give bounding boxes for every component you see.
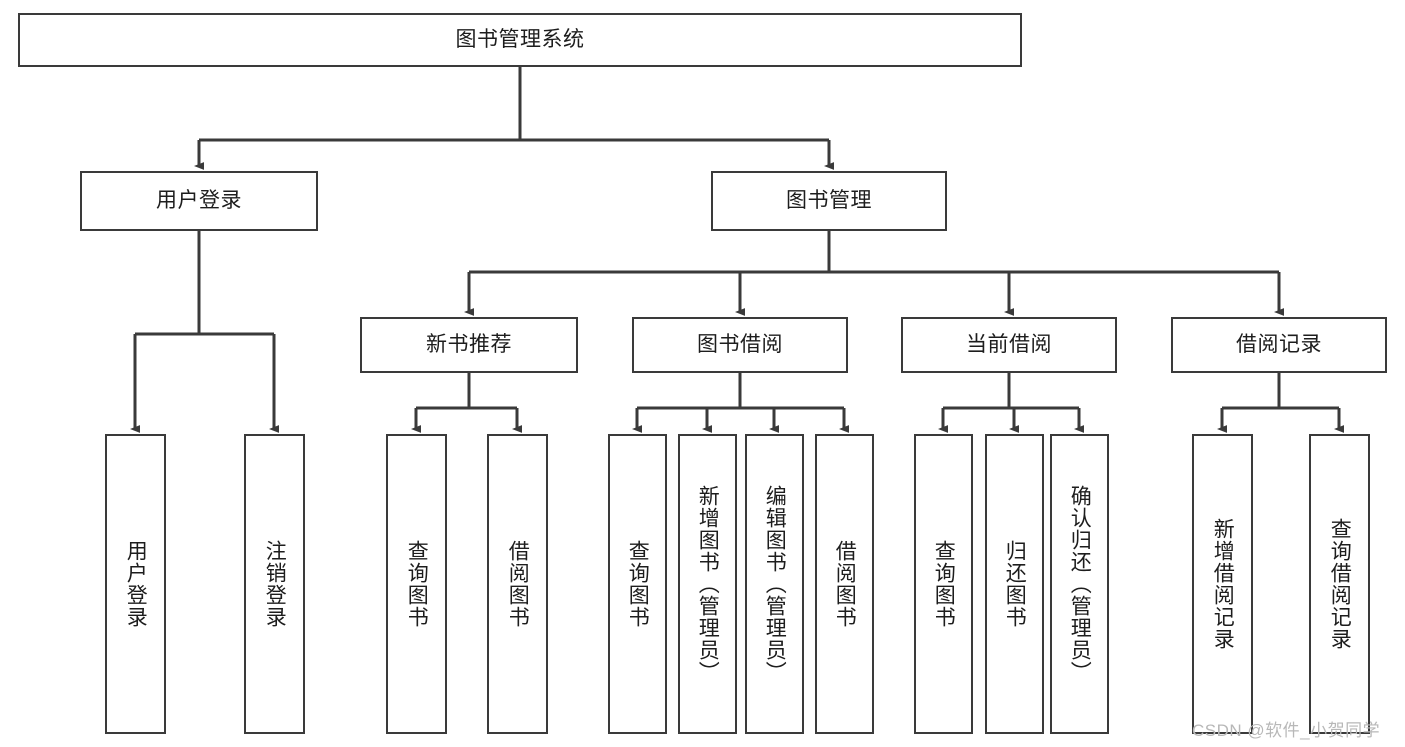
node-leaf-edit-book[interactable]: 编辑图书（管理员）	[745, 434, 804, 734]
node-leaf-borrow-book-2[interactable]: 借阅图书	[815, 434, 874, 734]
node-leaf-edit-book-label: 编辑图书（管理员）	[763, 485, 787, 683]
node-leaf-borrow-book-1-label: 借阅图书	[506, 540, 530, 628]
node-book-borrow[interactable]: 图书借阅	[632, 317, 848, 373]
node-leaf-query-book-2[interactable]: 查询图书	[608, 434, 667, 734]
node-leaf-query-book-3[interactable]: 查询图书	[914, 434, 973, 734]
node-new-book-rec[interactable]: 新书推荐	[360, 317, 578, 373]
node-leaf-user-login[interactable]: 用户登录	[105, 434, 166, 734]
node-leaf-user-login-label: 用户登录	[124, 540, 148, 628]
node-leaf-query-book-1[interactable]: 查询图书	[386, 434, 447, 734]
node-borrow-record[interactable]: 借阅记录	[1171, 317, 1387, 373]
node-new-book-rec-label: 新书推荐	[426, 332, 512, 356]
node-leaf-borrow-book-2-label: 借阅图书	[833, 540, 857, 628]
node-leaf-confirm-return-label: 确认归还（管理员）	[1068, 485, 1092, 683]
node-leaf-query-record[interactable]: 查询借阅记录	[1309, 434, 1370, 734]
node-root-label: 图书管理系统	[455, 27, 585, 51]
node-leaf-borrow-book-1[interactable]: 借阅图书	[487, 434, 548, 734]
node-book-manage-label: 图书管理	[786, 188, 872, 212]
node-leaf-logout-label: 注销登录	[263, 540, 287, 628]
node-leaf-query-book-2-label: 查询图书	[626, 540, 650, 628]
node-leaf-add-record[interactable]: 新增借阅记录	[1192, 434, 1253, 734]
node-book-borrow-label: 图书借阅	[697, 332, 783, 356]
node-borrow-record-label: 借阅记录	[1236, 332, 1322, 356]
node-root[interactable]: 图书管理系统	[18, 13, 1022, 67]
node-user-login-label: 用户登录	[156, 188, 242, 212]
node-leaf-query-record-label: 查询借阅记录	[1328, 518, 1352, 650]
node-leaf-logout[interactable]: 注销登录	[244, 434, 305, 734]
node-leaf-add-book-label: 新增图书（管理员）	[696, 485, 720, 683]
node-leaf-add-book[interactable]: 新增图书（管理员）	[678, 434, 737, 734]
node-leaf-query-book-1-label: 查询图书	[405, 540, 429, 628]
node-current-borrow-label: 当前借阅	[966, 332, 1052, 356]
node-leaf-query-book-3-label: 查询图书	[932, 540, 956, 628]
node-leaf-return-book[interactable]: 归还图书	[985, 434, 1044, 734]
node-leaf-confirm-return[interactable]: 确认归还（管理员）	[1050, 434, 1109, 734]
node-book-manage[interactable]: 图书管理	[711, 171, 947, 231]
node-leaf-add-record-label: 新增借阅记录	[1211, 518, 1235, 650]
node-current-borrow[interactable]: 当前借阅	[901, 317, 1117, 373]
node-user-login[interactable]: 用户登录	[80, 171, 318, 231]
node-leaf-return-book-label: 归还图书	[1003, 540, 1027, 628]
